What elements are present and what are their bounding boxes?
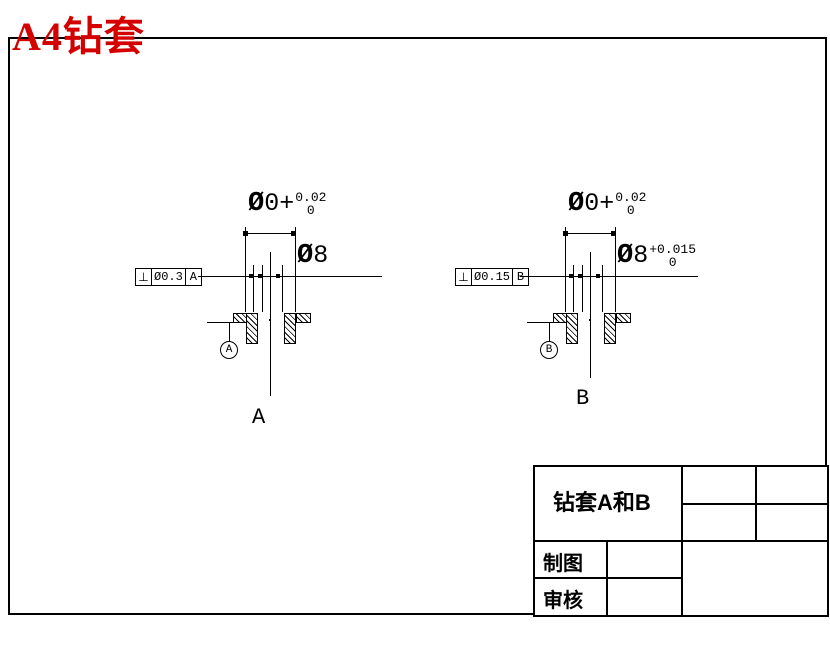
datum-bubble: A: [220, 341, 238, 359]
leader-line: [520, 276, 698, 277]
tolerance-value: Ø0.3: [151, 268, 186, 286]
center-line: [590, 252, 591, 378]
dimension-line: [565, 233, 616, 234]
tolerance-stack: 0.02 0: [615, 190, 646, 217]
tolerance-stack: +0.015 0: [649, 242, 696, 269]
dimension-nominal: 8: [313, 241, 329, 270]
leader-tick: [596, 274, 600, 278]
top-diameter-dimension: Ø 0+ 0.02 0: [568, 189, 646, 219]
lower-tolerance: 0: [626, 203, 635, 218]
datum-leader-horizontal: [527, 322, 553, 323]
page-border: [8, 37, 827, 615]
reviewed-by-label: 审核: [543, 590, 583, 612]
diameter-symbol: Ø: [297, 241, 314, 271]
extension-line-inner: [602, 265, 603, 312]
dimension-nominal: 8: [633, 241, 649, 270]
lower-tolerance: 0: [668, 255, 677, 270]
drawing-title: A4钻套: [12, 14, 145, 59]
feature-control-frame: ⊥ Ø0.15 B: [455, 268, 530, 286]
extension-line-inner: [582, 265, 583, 312]
flange-section-right: [616, 313, 631, 323]
datum-reference: B: [512, 268, 530, 286]
extension-line-inner: [253, 265, 254, 312]
diameter-symbol: Ø: [568, 189, 585, 219]
center-mark: [269, 319, 271, 321]
title-block-divider: [681, 503, 827, 505]
center-line: [270, 252, 271, 396]
upper-tolerance: 0.02: [615, 190, 647, 205]
leader-tick: [276, 274, 280, 278]
datum-reference: A: [184, 268, 202, 286]
view-b: Ø 0+ 0.02 0 Ø 8 +0.015 0 ⊥ Ø0.15 B B B: [450, 190, 720, 450]
dimension-nominal: 0+: [264, 189, 295, 218]
extension-line-inner: [282, 265, 283, 312]
flange-section-left: [233, 313, 247, 323]
feature-control-frame: ⊥ Ø0.3 A: [135, 268, 202, 286]
bore-diameter-dimension: Ø 8: [297, 241, 329, 271]
upper-tolerance: +0.015: [649, 242, 697, 257]
title-block-divider: [535, 540, 827, 542]
tolerance-stack: 0.02 0: [295, 190, 326, 217]
extension-line-right: [615, 227, 616, 312]
top-diameter-dimension: Ø 0+ 0.02 0: [248, 189, 326, 219]
extension-line-inner: [262, 265, 263, 312]
dimension-line: [245, 233, 296, 234]
diameter-symbol: Ø: [617, 241, 634, 271]
tolerance-value: Ø0.15: [471, 268, 514, 286]
datum-bubble: B: [540, 341, 558, 359]
view-label: A: [252, 405, 266, 430]
datum-leader-vertical: [549, 322, 550, 341]
leader-tick: [569, 274, 573, 278]
dimension-terminator: [291, 231, 296, 236]
title-block: 钻套A和B 制图 审核: [533, 465, 829, 617]
dimension-terminator: [611, 231, 616, 236]
extension-line-left: [565, 227, 566, 312]
center-mark: [589, 319, 591, 321]
title-block-divider: [535, 577, 683, 579]
flange-section-right: [296, 313, 311, 323]
drafted-by-label: 制图: [543, 553, 583, 575]
leader-tick: [249, 274, 253, 278]
leader-tick: [258, 274, 262, 278]
extension-line-inner: [573, 265, 574, 312]
extension-line-left: [245, 227, 246, 312]
wall-section-right: [604, 313, 616, 344]
extension-line-right: [295, 227, 296, 312]
perpendicularity-icon: ⊥: [135, 268, 152, 286]
view-label: B: [576, 386, 590, 411]
dimension-nominal: 0+: [584, 189, 615, 218]
wall-section-left: [246, 313, 258, 344]
part-name: 钻套A和B: [553, 490, 651, 515]
lower-tolerance: 0: [306, 203, 315, 218]
flange-section-left: [553, 313, 567, 323]
wall-section-left: [566, 313, 578, 344]
leader-line: [198, 276, 382, 277]
diameter-symbol: Ø: [248, 189, 265, 219]
view-a: Ø 0+ 0.02 0 Ø 8 ⊥ Ø0.3 A A A: [130, 190, 400, 450]
perpendicularity-icon: ⊥: [455, 268, 472, 286]
wall-section-right: [284, 313, 296, 344]
upper-tolerance: 0.02: [295, 190, 327, 205]
bore-diameter-dimension: Ø 8 +0.015 0: [617, 241, 696, 271]
datum-leader-vertical: [229, 322, 230, 341]
leader-tick: [578, 274, 582, 278]
datum-leader-horizontal: [207, 322, 233, 323]
